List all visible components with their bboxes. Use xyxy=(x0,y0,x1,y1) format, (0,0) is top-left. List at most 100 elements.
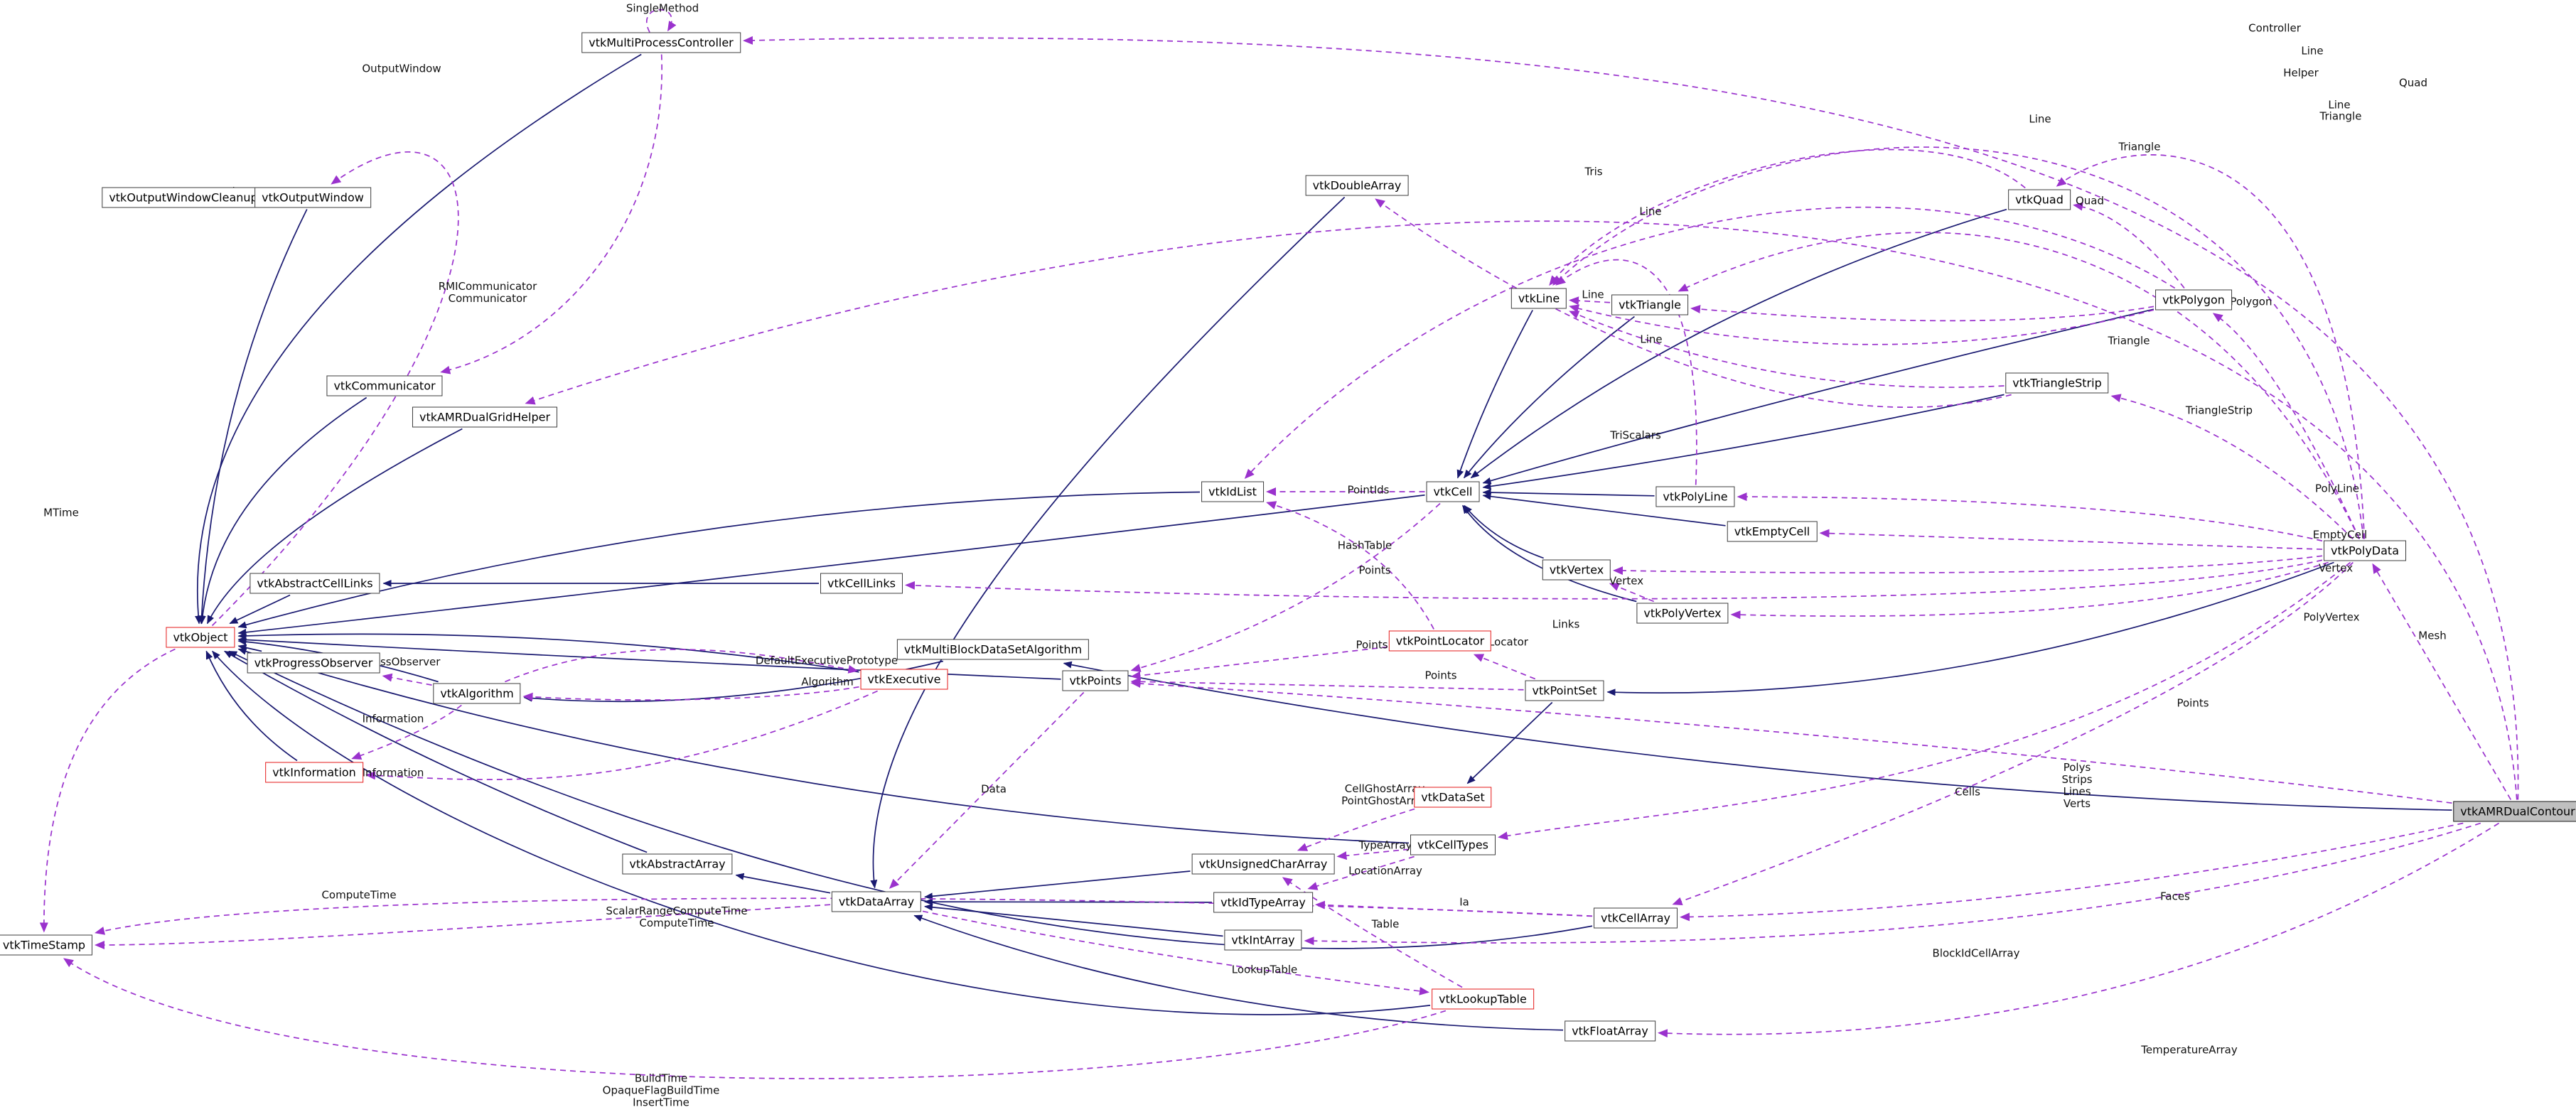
class-node-vtkDataArray[interactable]: vtkDataArray xyxy=(831,891,922,912)
class-node-vtkCommunicator[interactable]: vtkCommunicator xyxy=(326,375,443,396)
class-node-vtkAMRDualGridHelper[interactable]: vtkAMRDualGridHelper xyxy=(412,406,558,428)
inheritance-edge-vtkUnsignedCharArray-to-vtkDataArray xyxy=(924,870,1191,900)
edge-label: Cells xyxy=(1955,785,1980,799)
usage-edge-vtkAlgorithm-to-vtkExecutive xyxy=(505,649,859,683)
class-node-vtkExecutive[interactable]: vtkExecutive xyxy=(860,669,948,690)
inheritance-edge-vtkCommunicator-to-vtkObject xyxy=(198,396,367,625)
inheritance-edge-vtkDataArray-to-vtkAbstractArray xyxy=(735,873,831,894)
edge-label: Quad xyxy=(2398,76,2428,90)
usage-edge-vtkPolyLine-to-vtkLine xyxy=(1555,259,1697,485)
usage-edge-vtkPolyData-to-vtkQuad xyxy=(2056,154,2366,539)
class-node-vtkOutputWindow[interactable]: vtkOutputWindow xyxy=(254,187,371,208)
usage-edge-vtkObject-to-vtkOutputWindow xyxy=(211,151,459,627)
edge-label: EmptyCell xyxy=(2312,528,2368,541)
class-node-vtkDoubleArray[interactable]: vtkDoubleArray xyxy=(1305,175,1409,196)
class-node-vtkMultiProcessController[interactable]: vtkMultiProcessController xyxy=(581,32,741,53)
usage-edge-vtkAMRDualContour-to-vtkMultiProcessController xyxy=(743,36,2519,800)
inheritance-edge-vtkFloatArray-to-vtkDataArray xyxy=(913,914,1564,1031)
usage-edge-vtkPolyVertex-to-vtkVertex xyxy=(1609,583,1655,603)
inheritance-edge-vtkCellArray-to-vtkObject xyxy=(228,650,1593,949)
class-node-vtkPointSet[interactable]: vtkPointSet xyxy=(1525,680,1604,701)
class-node-vtkInformation[interactable]: vtkInformation xyxy=(265,762,363,783)
usage-edge-vtkPolyData-to-vtkTriangle xyxy=(1678,232,2360,539)
edges xyxy=(39,9,2519,1079)
class-node-vtkPolyLine[interactable]: vtkPolyLine xyxy=(1655,486,1735,507)
class-node-vtkMultiBlockDataSetAlgorithm[interactable]: vtkMultiBlockDataSetAlgorithm xyxy=(896,639,1090,660)
usage-edge-vtkMultiProcessController-to-vtkMultiProcessController xyxy=(645,9,677,33)
usage-edge-vtkPolygon-to-vtkQuad xyxy=(2073,202,2185,289)
class-node-vtkCellTypes[interactable]: vtkCellTypes xyxy=(1410,834,1496,855)
class-node-vtkPolyData[interactable]: vtkPolyData xyxy=(2324,540,2406,561)
usage-edge-vtkPointLocator-to-vtkIdList xyxy=(1266,501,1434,630)
usage-edge-vtkPolyData-to-vtkEmptyCell xyxy=(1819,529,2323,550)
edge-label: Line xyxy=(1640,333,1663,346)
inheritance-edge-vtkInformation-to-vtkObject xyxy=(205,650,298,762)
usage-edge-vtkMultiProcessController-to-vtkCommunicator xyxy=(440,54,662,374)
class-node-vtkEmptyCell[interactable]: vtkEmptyCell xyxy=(1727,521,1818,542)
edge-label: Triangle xyxy=(2118,140,2161,153)
inheritance-edge-vtkPolyLine-to-vtkCell xyxy=(1482,489,1655,497)
class-node-vtkCell[interactable]: vtkCell xyxy=(1426,481,1480,502)
edge-label: Triangle xyxy=(2319,109,2362,123)
edge-label: TriangleStrip xyxy=(2185,404,2253,417)
class-node-vtkPolyVertex[interactable]: vtkPolyVertex xyxy=(1636,603,1729,624)
edge-label: Ia xyxy=(1459,895,1469,909)
usage-edge-vtkLookupTable-to-vtkUnsignedCharArray xyxy=(1282,877,1463,988)
usage-edge-vtkDataArray-to-vtkLookupTable xyxy=(922,910,1429,995)
class-node-vtkPolygon[interactable]: vtkPolygon xyxy=(2155,289,2232,311)
class-node-vtkVertex[interactable]: vtkVertex xyxy=(1542,559,1611,581)
usage-edge-vtkPolyData-to-vtkPolyLine xyxy=(1737,492,2323,542)
usage-edge-vtkAMRDualContour-to-vtkIntArray xyxy=(1304,822,2481,946)
edge-label: Tris xyxy=(1584,165,1603,178)
edge-label: Locator xyxy=(1488,635,1528,649)
class-node-vtkFloatArray[interactable]: vtkFloatArray xyxy=(1565,1020,1655,1042)
class-node-vtkAbstractArray[interactable]: vtkAbstractArray xyxy=(622,853,733,875)
class-node-vtkOutputWindowCleanup[interactable]: vtkOutputWindowCleanup xyxy=(102,187,265,208)
class-node-vtkTimeStamp[interactable]: vtkTimeStamp xyxy=(0,934,93,956)
inheritance-edge-vtkCellTypes-to-vtkObject xyxy=(237,648,1410,844)
edge-label: Helper xyxy=(2283,66,2319,80)
class-node-vtkAbstractCellLinks[interactable]: vtkAbstractCellLinks xyxy=(249,573,380,594)
edge-label: RMICommunicator Communicator xyxy=(438,280,537,305)
edge-label: TriScalars xyxy=(1610,428,1661,442)
usage-edge-vtkDataArray-to-vtkTimeStamp xyxy=(95,904,831,949)
edge-label: Polygon xyxy=(2230,295,2272,308)
usage-edge-vtkLookupTable-to-vtkTimeStamp xyxy=(63,958,1447,1079)
edge-label: Points xyxy=(2177,696,2209,710)
class-node-vtkTriangleStrip[interactable]: vtkTriangleStrip xyxy=(2005,372,2109,394)
edge-label: ComputeTime xyxy=(321,888,397,902)
inheritance-edge-vtkPolyVertex-to-vtkCell xyxy=(1462,504,1637,603)
class-node-vtkAlgorithm[interactable]: vtkAlgorithm xyxy=(433,683,521,704)
class-node-vtkLine[interactable]: vtkLine xyxy=(1510,288,1567,309)
inheritance-edge-vtkLookupTable-to-vtkObject xyxy=(212,650,1431,1015)
inheritance-edge-vtkAbstractArray-to-vtkObject xyxy=(224,650,648,853)
edge-label: Points xyxy=(1424,669,1457,682)
class-node-vtkLookupTable[interactable]: vtkLookupTable xyxy=(1432,988,1534,1010)
class-node-vtkIntArray[interactable]: vtkIntArray xyxy=(1224,929,1302,951)
edge-label: Information xyxy=(362,712,424,725)
edge-label: Information xyxy=(362,766,424,779)
class-node-vtkProgressObserver[interactable]: vtkProgressObserver xyxy=(247,652,380,674)
usage-edge-vtkPolyData-to-vtkPolyVertex xyxy=(1730,561,2329,620)
usage-edge-vtkPointLocator-to-vtkPoints xyxy=(1130,646,1388,680)
inheritance-edge-vtkCell-to-vtkObject xyxy=(237,494,1425,636)
usage-edge-vtkPolygon-to-vtkLine xyxy=(1569,304,2154,345)
inheritance-edge-vtkOutputWindow-to-vtkObject xyxy=(198,209,308,625)
class-node-vtkDataSet[interactable]: vtkDataSet xyxy=(1414,787,1492,808)
edge-label: BuildTime OpaqueFlagBuildTime InsertTime xyxy=(602,1071,720,1109)
class-node-vtkTriangle[interactable]: vtkTriangle xyxy=(1611,294,1688,315)
edge-label: Table xyxy=(1371,917,1400,931)
usage-edge-vtkPointSet-to-vtkPointLocator xyxy=(1473,654,1536,680)
edge-label: Points xyxy=(1356,638,1388,652)
class-node-vtkPointLocator[interactable]: vtkPointLocator xyxy=(1388,630,1492,652)
class-node-vtkCellLinks[interactable]: vtkCellLinks xyxy=(820,573,903,594)
class-node-vtkIdTypeArray[interactable]: vtkIdTypeArray xyxy=(1213,892,1313,913)
edge-label: Data xyxy=(981,782,1007,796)
class-node-vtkCellArray[interactable]: vtkCellArray xyxy=(1593,907,1678,929)
class-node-vtkPoints[interactable]: vtkPoints xyxy=(1062,670,1129,691)
class-node-vtkQuad[interactable]: vtkQuad xyxy=(2008,189,2071,210)
class-node-vtkIdList[interactable]: vtkIdList xyxy=(1201,481,1264,502)
class-node-vtkAMRDualContour: vtkAMRDualContour xyxy=(2453,801,2576,822)
class-node-vtkObject[interactable]: vtkObject xyxy=(166,627,235,648)
class-node-vtkUnsignedCharArray[interactable]: vtkUnsignedCharArray xyxy=(1191,853,1335,875)
